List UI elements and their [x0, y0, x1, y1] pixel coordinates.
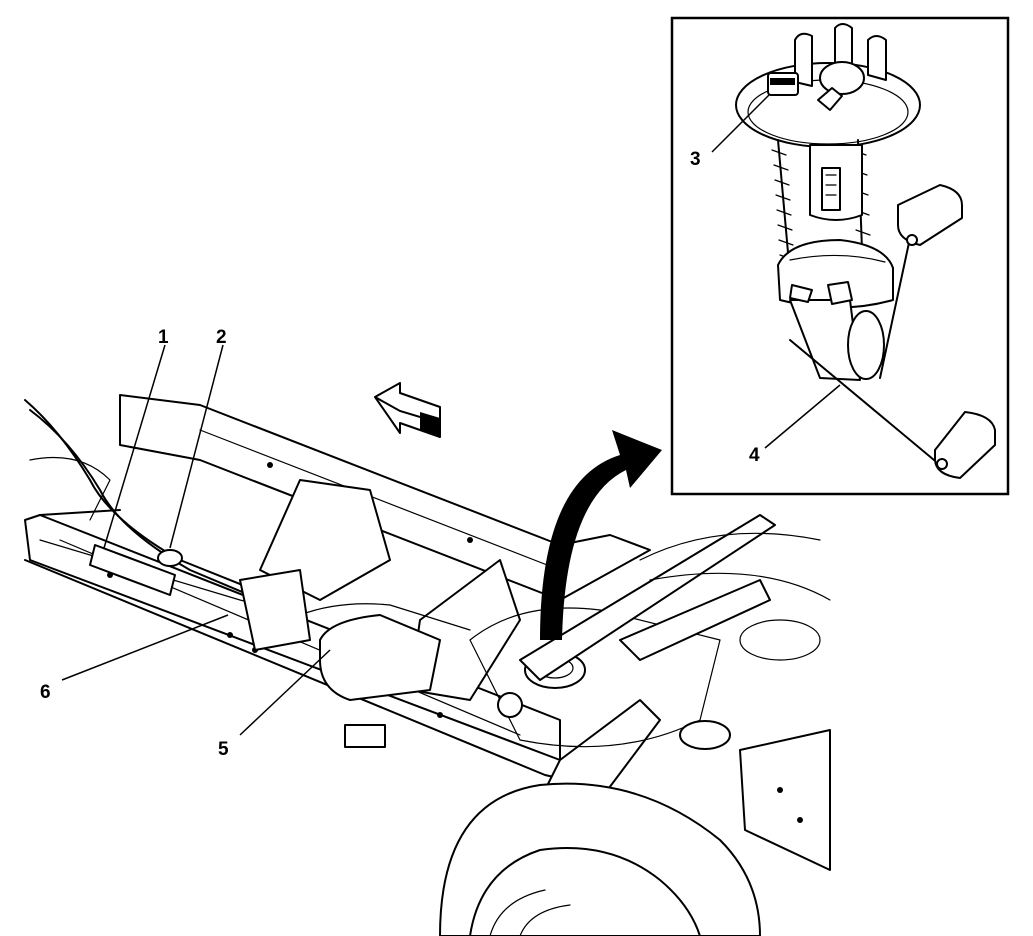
leader-line-2 [169, 344, 224, 549]
leader-line-5 [239, 649, 331, 736]
callout-3: 3 [690, 149, 701, 170]
leader-line-4 [764, 384, 841, 449]
rear-tire [439, 782, 761, 936]
evap-canister [239, 569, 441, 701]
forward-arrow-icon [374, 382, 441, 438]
curved-pointer-arrow [540, 430, 662, 640]
inset-fuel-pump-module [670, 16, 1010, 496]
leader-lines [61, 344, 331, 736]
leader-line-6 [61, 614, 229, 681]
callout-5: 5 [218, 739, 229, 760]
callout-2: 2 [216, 327, 227, 348]
leader-line-1 [103, 344, 166, 549]
leader-line-3 [711, 93, 771, 153]
rear-axle [519, 514, 831, 750]
callout-labels: 1 2 3 4 5 6 [40, 149, 760, 760]
vehicle-underbody [24, 394, 831, 936]
rear-frame-rail [739, 729, 831, 871]
callout-4: 4 [749, 445, 760, 466]
fuel-filter [89, 544, 183, 596]
callout-6: 6 [40, 682, 51, 703]
callout-1: 1 [158, 327, 169, 348]
cross-members [259, 479, 661, 801]
left-wheel [29, 456, 111, 521]
